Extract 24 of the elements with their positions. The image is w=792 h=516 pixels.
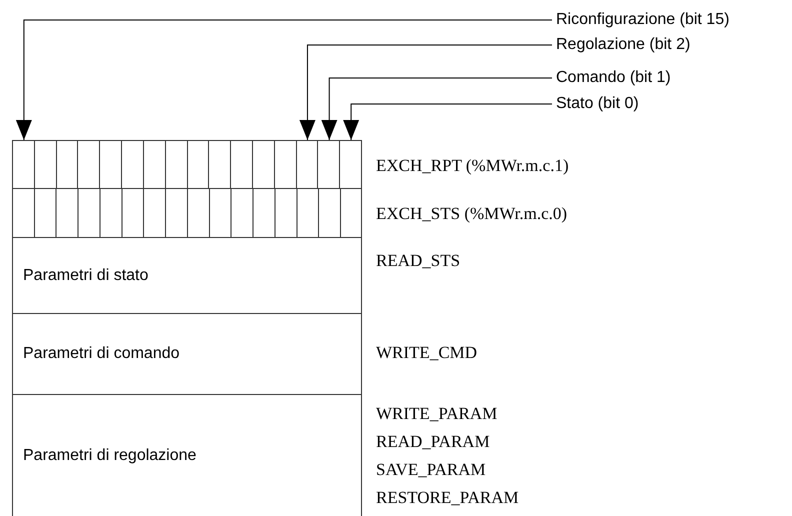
register-label: RESTORE_PARAM	[376, 487, 519, 509]
register-label: WRITE_CMD	[376, 342, 478, 364]
row-title: Parametri di comando	[23, 345, 180, 363]
row-title: Parametri di regolazione	[23, 446, 196, 464]
register-label: WRITE_PARAM	[376, 403, 498, 425]
bit-label: Comando (bit 1)	[556, 68, 671, 88]
table-row	[12, 237, 362, 314]
register-label: SAVE_PARAM	[376, 459, 487, 481]
register-label: EXCH_RPT (%MWr.m.c.1)	[376, 155, 569, 177]
register-label: EXCH_STS (%MWr.m.c.0)	[376, 203, 568, 225]
arrow	[321, 78, 552, 140]
arrow	[16, 20, 552, 140]
bit-label: Riconfigurazione (bit 15)	[556, 10, 730, 30]
bit-label: Stato (bit 0)	[556, 94, 639, 114]
arrow	[343, 104, 552, 140]
register-label: READ_STS	[376, 250, 460, 272]
register-row	[12, 140, 362, 189]
row-title: Parametri di stato	[23, 266, 148, 284]
arrow	[299, 44, 552, 140]
register-label: READ_PARAM	[376, 431, 491, 453]
register-row	[12, 188, 362, 238]
table-row	[12, 394, 362, 516]
table-row	[12, 313, 362, 395]
bit-label: Regolazione (bit 2)	[556, 35, 690, 55]
